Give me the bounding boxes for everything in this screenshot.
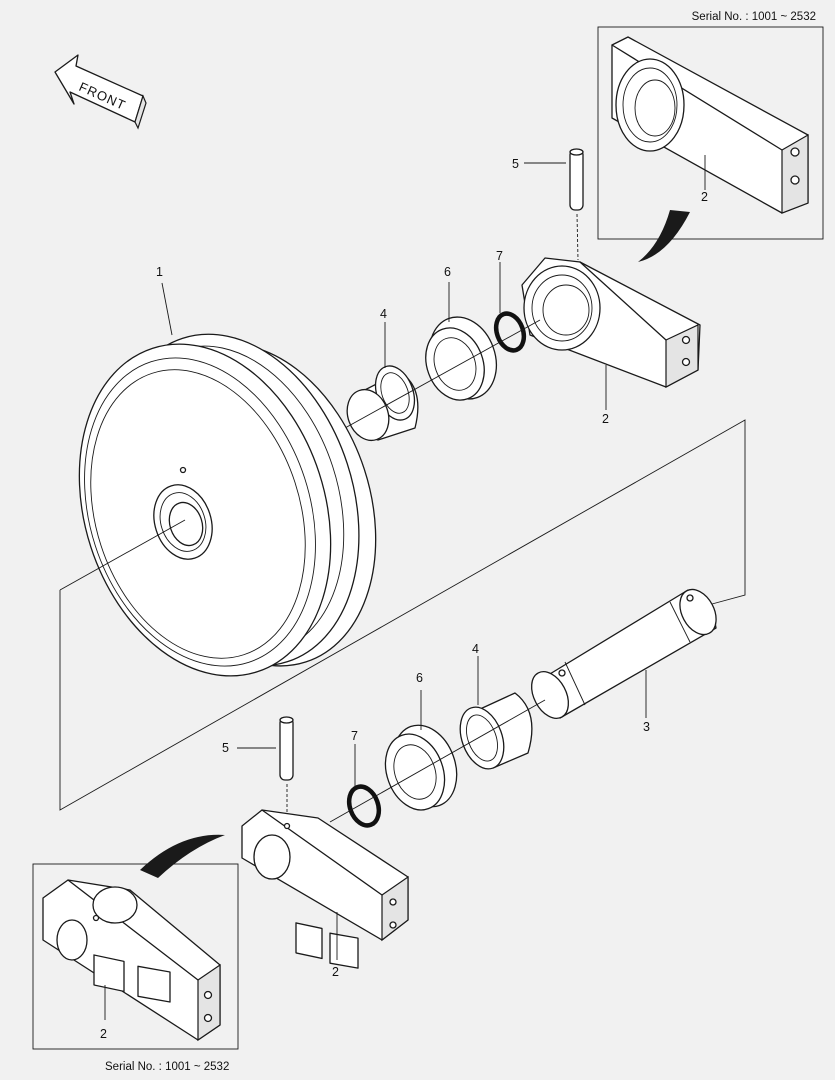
seal-lower: 6: [384, 671, 458, 811]
assembly-bracket-line: [59, 419, 746, 811]
inset-pointer-lower: [140, 834, 225, 878]
oring-upper: 7: [493, 249, 527, 353]
callout-7-upper: 7: [496, 249, 503, 263]
serial-number-top: Serial No. : 1001 ~ 2532: [692, 11, 816, 23]
seal-upper: 6: [425, 265, 497, 401]
pin-lower: 5: [222, 716, 294, 822]
inset-box-lower: 2: [32, 863, 239, 1050]
callout-4-upper: 4: [380, 307, 387, 321]
callout-1: 1: [156, 265, 163, 279]
callout-2-inset-upper: 2: [701, 190, 708, 204]
callout-5-lower: 5: [222, 741, 229, 755]
bracket-upper: 2: [521, 257, 701, 426]
callout-2-upper: 2: [602, 412, 609, 426]
bushing-upper: 4: [346, 307, 419, 442]
callout-5-upper: 5: [512, 157, 519, 171]
pin-upper: 5: [512, 148, 584, 261]
callout-7-lower: 7: [351, 729, 358, 743]
centerline-upper: [344, 319, 541, 429]
callout-6-upper: 6: [444, 265, 451, 279]
callout-3: 3: [643, 720, 650, 734]
idler-wheel: 1: [78, 265, 377, 677]
bushing-lower: 4: [459, 642, 533, 770]
bracket-lower: 2: [241, 809, 409, 979]
callout-4-lower: 4: [472, 642, 479, 656]
front-direction-arrow: FRONT: [54, 54, 147, 130]
oring-lower: 7: [346, 729, 382, 828]
inset-box-upper: 2: [597, 26, 824, 240]
callout-6-lower: 6: [416, 671, 423, 685]
callout-2-lower: 2: [332, 965, 339, 979]
inset-pointer-upper: [638, 210, 690, 262]
callout-2-inset-lower: 2: [100, 1027, 107, 1041]
shaft: 3: [530, 588, 717, 734]
serial-number-bottom: Serial No. : 1001 ~ 2532: [105, 1061, 229, 1073]
centerline-lower: [329, 699, 546, 823]
